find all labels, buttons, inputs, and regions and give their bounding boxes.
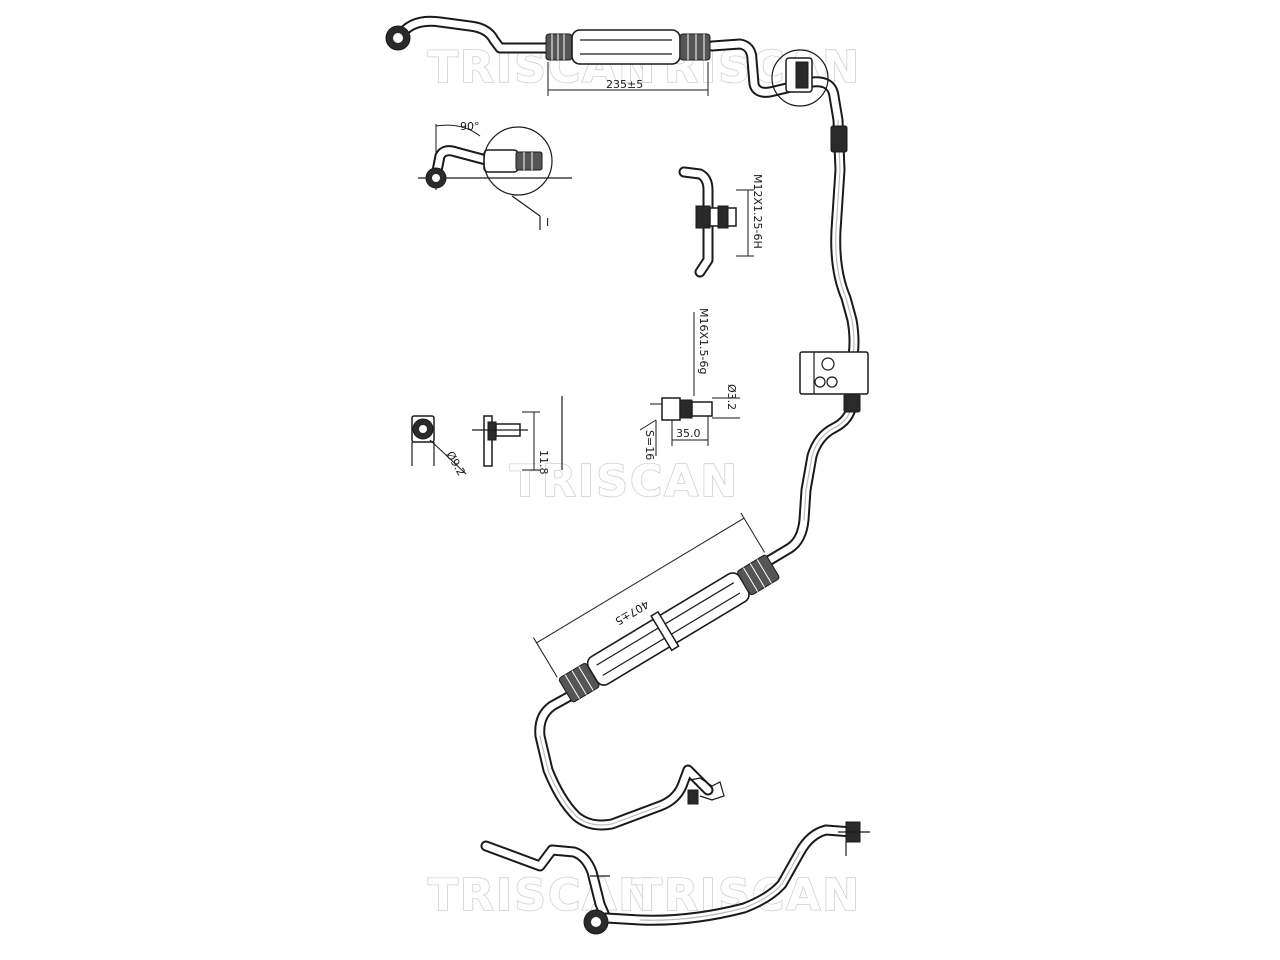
thread-m12-label: M12X1.25-6H xyxy=(751,174,764,249)
detail-banjo-bolt: Ø9.2 xyxy=(411,415,468,478)
thread-m16-label: M16X1.5-6g xyxy=(697,308,710,374)
mid-pipe-fill xyxy=(766,368,856,564)
upper-hose-body xyxy=(571,29,681,65)
protective-sleeve-upper xyxy=(830,125,848,153)
upper-hose-length-label: 235±5 xyxy=(606,78,643,91)
upper-hose-crimp-right xyxy=(679,33,711,61)
valve-block xyxy=(799,351,869,413)
upper-pipe-fill xyxy=(396,17,552,52)
detail-circle-upper-right xyxy=(771,49,829,107)
upper-flexible-hose: 235±5 xyxy=(385,25,711,96)
angle-label: 90° xyxy=(460,120,480,133)
upper-hose-crimp-left xyxy=(545,33,573,61)
detail-bolt-side: 11.8 xyxy=(472,396,563,475)
watermarks: TRISCAN TRISCAN TRISCAN TRISCAN TRISCAN xyxy=(427,41,861,922)
watermark-center: TRISCAN xyxy=(510,456,739,507)
lower-hose-crimp-right xyxy=(737,554,780,596)
main-brake-pipe xyxy=(394,15,860,831)
diameter-small-label: Ø3.2 xyxy=(725,384,738,410)
lower-pipe-fill xyxy=(536,692,712,829)
lower-caliper-fitting xyxy=(687,777,725,805)
watermark-bottom-left: TRISCAN xyxy=(428,870,657,921)
mid-pipe-core xyxy=(803,403,853,521)
diameter-bore-label: Ø9.2 xyxy=(443,449,467,478)
valve-block-body xyxy=(799,351,869,395)
detail-m12-fitting: M12X1.25-6H xyxy=(678,166,764,278)
lower-flexible-hose xyxy=(533,512,780,703)
bottom-pipe-assembly xyxy=(480,821,870,935)
watermark-bottom-right: TRISCAN xyxy=(632,870,861,921)
upper-pipe-right-core xyxy=(835,119,855,363)
lower-pipe-core xyxy=(539,735,661,826)
height-label: 11.8 xyxy=(537,450,550,475)
wrench-size-label: S=16 xyxy=(643,430,656,460)
detail-mark-label: I xyxy=(546,216,549,229)
detail-90-degree-fitting: 90° I xyxy=(418,120,572,230)
fitting-length-label: 35.0 xyxy=(676,427,701,440)
lower-hose-length-label: 407±5 xyxy=(613,597,652,627)
detail-m16-fitting: M16X1.5-6g S=16 35.0 Ø3.2 xyxy=(639,308,740,460)
